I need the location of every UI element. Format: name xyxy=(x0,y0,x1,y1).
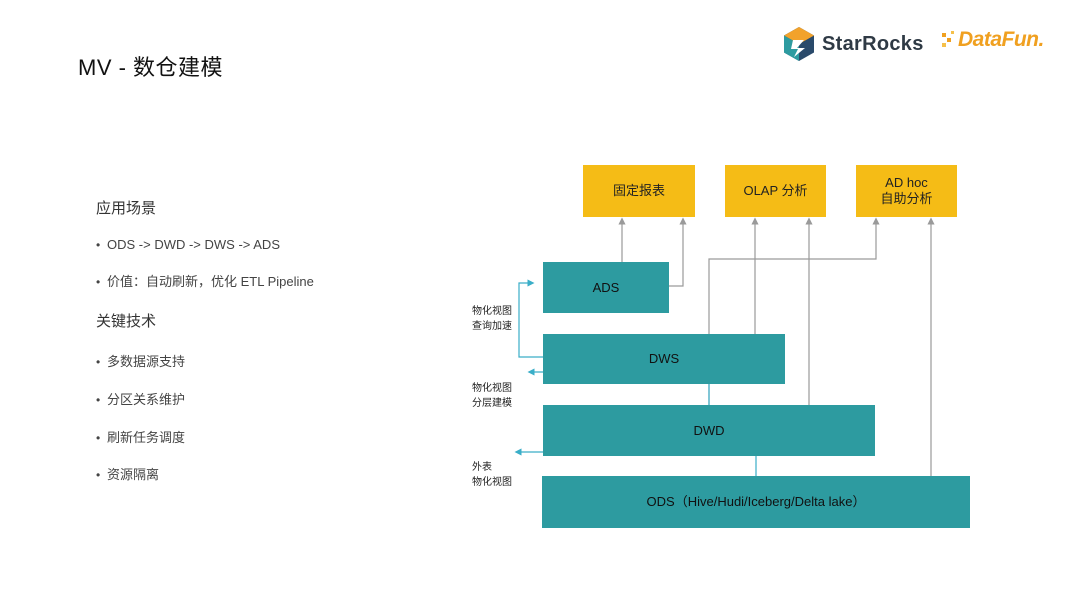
side-label-query-accel-1: 物化视图 xyxy=(472,306,512,317)
side-label-external-1: 外表 xyxy=(472,462,492,473)
box-fixed-report: 固定报表 xyxy=(583,165,695,217)
starrocks-logo-icon xyxy=(784,27,814,61)
page-title: MV - 数仓建模 xyxy=(78,55,224,80)
layer-dwd: DWD xyxy=(543,405,875,456)
datafun-logo-icon xyxy=(942,31,954,47)
connector-dwd-adhoc xyxy=(708,217,880,405)
datafun-wordmark: DataFun. xyxy=(958,28,1044,51)
starrocks-logo: StarRocks xyxy=(782,26,924,62)
list-item: 分区关系维护 xyxy=(96,389,185,408)
connector-dws-report xyxy=(668,217,687,287)
connector-mv-query-accel xyxy=(518,279,543,358)
list-item: 价值：自动刷新，优化 ETL Pipeline xyxy=(96,271,314,290)
box-olap-label: OLAP 分析 xyxy=(743,183,808,198)
side-label-query-accel-2: 查询加速 xyxy=(472,321,512,332)
datafun-logo: DataFun. xyxy=(942,28,1044,52)
side-label-layered: 物化视图 分层建模 xyxy=(472,381,512,411)
layer-ads: ADS xyxy=(543,262,669,313)
layer-dws-label: DWS xyxy=(648,351,680,366)
side-label-external-2: 物化视图 xyxy=(472,477,512,488)
side-label-external: 外表 物化视图 xyxy=(472,460,512,490)
side-label-layered-1: 物化视图 xyxy=(472,383,512,394)
layer-ods-label: ODS（Hive/Hudi/Iceberg/Delta lake） xyxy=(646,494,866,509)
layer-ods: ODS（Hive/Hudi/Iceberg/Delta lake） xyxy=(542,476,970,528)
list-item: ODS -> DWD -> DWS -> ADS xyxy=(96,237,280,252)
list-item: 资源隔离 xyxy=(96,464,159,483)
list-item: 刷新任务调度 xyxy=(96,427,185,446)
side-label-layered-2: 分层建模 xyxy=(472,398,512,409)
box-adhoc-label-2: 自助分析 xyxy=(880,191,933,206)
box-olap: OLAP 分析 xyxy=(725,165,826,217)
list-item: 多数据源支持 xyxy=(96,351,185,370)
layer-dwd-label: DWD xyxy=(693,422,725,438)
side-label-query-accel: 物化视图 查询加速 xyxy=(472,304,512,334)
layer-dws: DWS xyxy=(543,334,785,384)
section-heading-scenarios: 应用场景 xyxy=(96,200,157,217)
section-heading-key-tech: 关键技术 xyxy=(96,313,157,330)
box-adhoc: AD hoc 自助分析 xyxy=(856,165,957,217)
box-fixed-report-label: 固定报表 xyxy=(612,183,665,198)
starrocks-wordmark: StarRocks xyxy=(822,32,924,55)
box-adhoc-label-1: AD hoc xyxy=(885,175,928,190)
layer-ads-label: ADS xyxy=(592,279,620,295)
